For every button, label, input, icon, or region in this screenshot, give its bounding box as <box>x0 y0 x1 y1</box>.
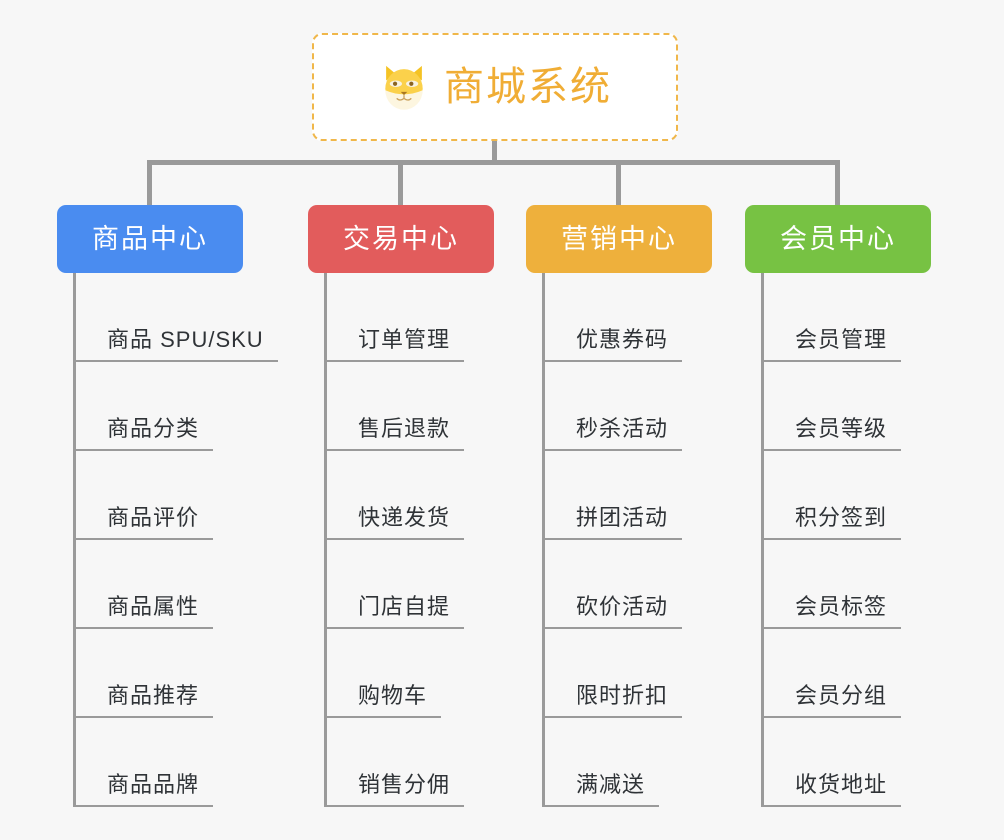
leaf-label: 会员等级 <box>761 418 902 451</box>
category-header-3[interactable]: 营销中心 <box>526 205 712 273</box>
leaf-item[interactable]: 快递发货 <box>324 451 494 540</box>
leaf-item[interactable]: 门店自提 <box>324 540 494 629</box>
leaf-item[interactable]: 秒杀活动 <box>542 362 712 451</box>
leaf-rail-4 <box>761 273 764 807</box>
leaf-label: 商品品牌 <box>73 774 214 807</box>
category-header-1[interactable]: 商品中心 <box>57 205 243 273</box>
leaf-item[interactable]: 收货地址 <box>761 718 931 807</box>
leaf-label: 销售分佣 <box>324 774 465 807</box>
leaf-item[interactable]: 商品分类 <box>73 362 243 451</box>
connector-root-stem <box>492 141 497 164</box>
leaf-label: 积分签到 <box>761 507 902 540</box>
leaf-rail-3 <box>542 273 545 807</box>
leaf-label: 售后退款 <box>324 418 465 451</box>
leaf-item[interactable]: 购物车 <box>324 629 494 718</box>
leaf-label: 秒杀活动 <box>542 418 683 451</box>
leaf-label: 商品 SPU/SKU <box>73 329 278 362</box>
leaf-list-3: 优惠券码 秒杀活动 拼团活动 砍价活动 限时折扣 满减送 <box>526 273 712 807</box>
branch-column-3: 营销中心 优惠券码 秒杀活动 拼团活动 砍价活动 限时折扣 满减送 <box>526 205 712 807</box>
leaf-label: 快递发货 <box>324 507 465 540</box>
leaf-item[interactable]: 售后退款 <box>324 362 494 451</box>
leaf-item[interactable]: 满减送 <box>542 718 712 807</box>
leaf-item[interactable]: 会员等级 <box>761 362 931 451</box>
leaf-label: 会员标签 <box>761 596 902 629</box>
root-node[interactable]: 商城系统 <box>312 33 678 141</box>
leaf-label: 砍价活动 <box>542 596 683 629</box>
leaf-item[interactable]: 会员分组 <box>761 629 931 718</box>
leaf-item[interactable]: 商品 SPU/SKU <box>73 273 278 362</box>
connector-drop-1 <box>147 160 152 207</box>
leaf-label: 商品评价 <box>73 507 214 540</box>
leaf-item[interactable]: 砍价活动 <box>542 540 712 629</box>
category-label-3: 营销中心 <box>561 223 677 254</box>
leaf-item[interactable]: 积分签到 <box>761 451 931 540</box>
leaf-item[interactable]: 优惠券码 <box>542 273 712 362</box>
leaf-list-1: 商品 SPU/SKU 商品分类 商品评价 商品属性 商品推荐 商品品牌 <box>57 273 278 807</box>
leaf-item[interactable]: 商品品牌 <box>73 718 243 807</box>
leaf-item[interactable]: 限时折扣 <box>542 629 712 718</box>
category-label-4: 会员中心 <box>780 223 896 254</box>
connector-drop-2 <box>398 160 403 207</box>
leaf-label: 商品推荐 <box>73 685 214 718</box>
leaf-item[interactable]: 商品属性 <box>73 540 243 629</box>
connector-drop-4 <box>835 160 840 207</box>
shiba-dog-icon <box>385 65 423 110</box>
leaf-label: 会员分组 <box>761 685 902 718</box>
category-label-2: 交易中心 <box>343 223 459 254</box>
leaf-label: 订单管理 <box>324 329 465 362</box>
leaf-rail-2 <box>324 273 327 807</box>
leaf-item[interactable]: 会员管理 <box>761 273 931 362</box>
category-label-1: 商品中心 <box>92 223 208 254</box>
branch-column-4: 会员中心 会员管理 会员等级 积分签到 会员标签 会员分组 收货地址 <box>745 205 931 807</box>
branch-column-2: 交易中心 订单管理 售后退款 快递发货 门店自提 购物车 销售分佣 <box>308 205 494 807</box>
leaf-label: 商品属性 <box>73 596 214 629</box>
leaf-item[interactable]: 会员标签 <box>761 540 931 629</box>
leaf-label: 拼团活动 <box>542 507 683 540</box>
leaf-label: 购物车 <box>324 685 442 718</box>
connector-drop-3 <box>616 160 621 207</box>
branch-column-1: 商品中心 商品 SPU/SKU 商品分类 商品评价 商品属性 商品推荐 商品品牌 <box>57 205 278 807</box>
leaf-item[interactable]: 订单管理 <box>324 273 494 362</box>
leaf-label: 收货地址 <box>761 774 902 807</box>
leaf-label: 优惠券码 <box>542 329 683 362</box>
leaf-label: 满减送 <box>542 774 660 807</box>
leaf-item[interactable]: 商品推荐 <box>73 629 243 718</box>
leaf-label: 门店自提 <box>324 596 465 629</box>
leaf-item[interactable]: 商品评价 <box>73 451 243 540</box>
leaf-item[interactable]: 销售分佣 <box>324 718 494 807</box>
leaf-list-4: 会员管理 会员等级 积分签到 会员标签 会员分组 收货地址 <box>745 273 931 807</box>
leaf-label: 商品分类 <box>73 418 214 451</box>
leaf-list-2: 订单管理 售后退款 快递发货 门店自提 购物车 销售分佣 <box>308 273 494 807</box>
connector-horizontal-bar <box>147 160 840 165</box>
leaf-label: 限时折扣 <box>542 685 683 718</box>
category-header-2[interactable]: 交易中心 <box>308 205 494 273</box>
root-title: 商城系统 <box>444 65 612 109</box>
leaf-rail-1 <box>73 273 76 807</box>
leaf-label: 会员管理 <box>761 329 902 362</box>
category-header-4[interactable]: 会员中心 <box>745 205 931 273</box>
leaf-item[interactable]: 拼团活动 <box>542 451 712 540</box>
